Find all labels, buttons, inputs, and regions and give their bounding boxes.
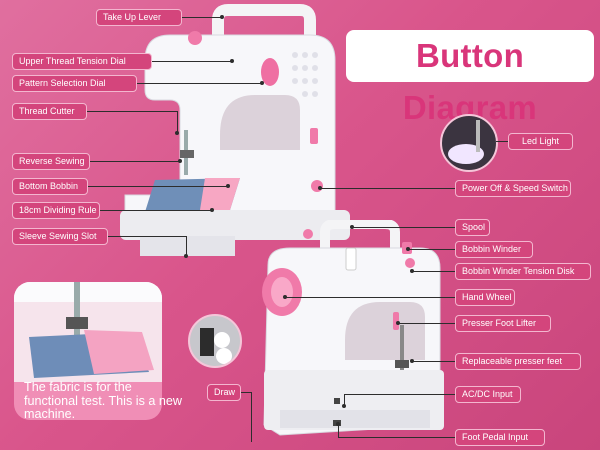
label-pattern-selection-dial: Pattern Selection Dial <box>12 75 137 92</box>
leader-line <box>338 437 455 438</box>
pointer-dot <box>175 131 179 135</box>
led-light-photo <box>440 114 498 172</box>
label-replaceable-presser-feet: Replaceable presser feet <box>455 353 581 370</box>
label-dividing-rule: 18cm Dividing Rule <box>12 202 100 219</box>
fabric-test-photo <box>14 282 162 382</box>
label-power-switch: Power Off & Speed Switch <box>455 180 571 197</box>
pointer-dot <box>336 422 340 426</box>
pointer-dot <box>410 269 414 273</box>
leader-line <box>285 297 455 298</box>
leader-line <box>90 161 180 162</box>
pointer-dot <box>220 15 224 19</box>
leader-line <box>251 392 252 442</box>
label-take-up-lever: Take Up Lever <box>96 9 182 26</box>
leader-line <box>412 361 455 362</box>
pointer-dot <box>210 208 214 212</box>
leader-line <box>412 271 455 272</box>
leader-line <box>352 227 455 228</box>
pointer-dot <box>184 254 188 258</box>
sewing-machine-side-illustration <box>262 220 444 436</box>
sewing-machine-front-illustration <box>120 4 350 256</box>
label-thread-cutter: Thread Cutter <box>12 103 87 120</box>
label-ac-dc-input: AC/DC Input <box>455 386 521 403</box>
pointer-dot <box>260 81 264 85</box>
leader-line <box>108 236 186 237</box>
label-bobbin-winder: Bobbin Winder <box>455 241 533 258</box>
pointer-dot <box>396 321 400 325</box>
label-sleeve-sewing-slot: Sleeve Sewing Slot <box>12 228 108 245</box>
leader-line <box>100 210 212 211</box>
leader-line <box>496 141 508 142</box>
pointer-dot <box>230 59 234 63</box>
label-bottom-bobbin: Bottom Bobbin <box>12 178 88 195</box>
pointer-dot <box>406 247 410 251</box>
leader-line <box>152 61 232 62</box>
leader-line <box>182 17 222 18</box>
leader-line <box>241 392 251 393</box>
pointer-dot <box>226 184 230 188</box>
draw-compartment-photo <box>188 314 242 368</box>
label-foot-pedal-input: Foot Pedal Input <box>455 429 545 446</box>
leader-line <box>177 111 178 133</box>
fabric-test-inset <box>14 282 162 420</box>
leader-line <box>87 111 177 112</box>
label-presser-foot-lifter: Presser Foot Lifter <box>455 315 551 332</box>
inset-note: The fabric is for the functional test. T… <box>24 380 182 421</box>
leader-line <box>398 323 455 324</box>
leader-line <box>186 236 187 256</box>
label-reverse-sewing: Reverse Sewing <box>12 153 90 170</box>
label-bobbin-winder-tension-disk: Bobbin Winder Tension Disk <box>455 263 591 280</box>
diagram-title: Button Diagram <box>346 30 594 126</box>
label-hand-wheel: Hand Wheel <box>455 289 515 306</box>
pointer-dot <box>410 359 414 363</box>
leader-line <box>137 83 262 84</box>
leader-line <box>320 188 455 189</box>
label-led-light: Led Light <box>508 133 573 150</box>
label-draw: Draw <box>207 384 241 401</box>
label-spool: Spool <box>455 219 490 236</box>
pointer-dot <box>342 404 346 408</box>
label-upper-thread-tension-dial: Upper Thread Tension Dial <box>12 53 152 70</box>
leader-line <box>344 394 345 406</box>
pointer-dot <box>318 186 322 190</box>
leader-line <box>408 249 455 250</box>
pointer-dot <box>283 295 287 299</box>
leader-line <box>344 394 455 395</box>
pointer-dot <box>350 225 354 229</box>
leader-line <box>88 186 228 187</box>
leader-line <box>338 424 339 437</box>
pointer-dot <box>178 159 182 163</box>
